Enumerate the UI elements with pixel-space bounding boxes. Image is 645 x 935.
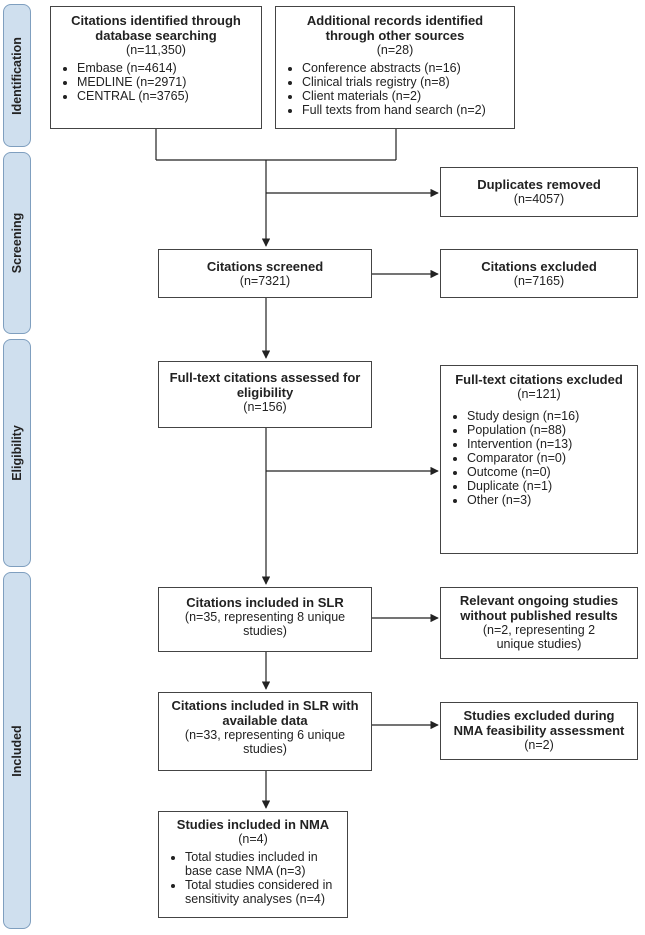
duplicates-removed-box: Duplicates removed (n=4057) [440,167,638,217]
phase-identification-label: Identification [10,36,24,115]
citations-excluded-count: (n=7165) [513,274,565,288]
list-item: Conference abstracts (n=16) [302,61,506,75]
phase-identification: Identification [3,4,31,147]
included-slr-title: Citations included in SLR [186,595,344,610]
list-item: Full texts from hand search (n=2) [302,103,506,117]
citations-screened-count: (n=7321) [239,274,291,288]
list-item: Comparator (n=0) [467,451,629,465]
included-slr-count: (n=35, representing 8 unique studies) [184,610,346,638]
list-item: Outcome (n=0) [467,465,629,479]
fulltext-excluded-box: Full-text citations excluded (n=121) Stu… [440,365,638,554]
other-sources-count: (n=28) [376,43,414,57]
list-item: CENTRAL (n=3765) [77,89,253,103]
included-nma-box: Studies included in NMA (n=4) Total stud… [158,811,348,918]
phase-screening-label: Screening [10,212,24,274]
included-slr-data-count: (n=33, representing 6 unique studies) [184,728,346,756]
phase-screening: Screening [3,152,31,334]
citations-excluded-title: Citations excluded [481,259,597,274]
ongoing-studies-title: Relevant ongoing studies without publish… [459,593,619,623]
included-slr-data-box: Citations included in SLR with available… [158,692,372,771]
nma-feasibility-excluded-box: Studies excluded during NMA feasibility … [440,702,638,760]
list-item: Embase (n=4614) [77,61,253,75]
duplicates-removed-title: Duplicates removed [477,177,601,192]
list-item: MEDLINE (n=2971) [77,75,253,89]
fulltext-excluded-count: (n=121) [517,387,561,401]
included-nma-count: (n=4) [238,832,268,846]
database-search-title: Citations identified through database se… [71,13,241,43]
list-item: Client materials (n=2) [302,89,506,103]
other-sources-list: Conference abstracts (n=16) Clinical tri… [284,61,506,117]
ongoing-studies-box: Relevant ongoing studies without publish… [440,587,638,659]
fulltext-excluded-title: Full-text citations excluded [455,372,623,387]
citations-screened-title: Citations screened [206,259,324,274]
included-nma-title: Studies included in NMA [176,817,330,832]
included-slr-box: Citations included in SLR (n=35, represe… [158,587,372,652]
fulltext-assessed-count: (n=156) [243,400,287,414]
fulltext-assessed-box: Full-text citations assessed for eligibi… [158,361,372,428]
other-sources-box: Additional records identified through ot… [275,6,515,129]
phase-included-label: Included [10,724,24,777]
database-search-list: Embase (n=4614) MEDLINE (n=2971) CENTRAL… [59,61,253,103]
included-nma-list: Total studies included in base case NMA … [167,850,339,906]
other-sources-title: Additional records identified through ot… [306,13,484,43]
database-search-count: (n=11,350) [126,43,186,57]
fulltext-assessed-title: Full-text citations assessed for eligibi… [169,370,361,400]
list-item: Clinical trials registry (n=8) [302,75,506,89]
phase-included: Included [3,572,31,929]
ongoing-studies-count: (n=2, representing 2 unique studies) [482,623,596,651]
list-item: Duplicate (n=1) [467,479,629,493]
duplicates-removed-count: (n=4057) [513,192,565,206]
list-item: Study design (n=16) [467,409,629,423]
citations-excluded-box: Citations excluded (n=7165) [440,249,638,298]
list-item: Total studies included in base case NMA … [185,850,339,878]
nma-feasibility-excluded-count: (n=2) [524,738,554,752]
phase-eligibility-label: Eligibility [10,425,24,481]
database-search-box: Citations identified through database se… [50,6,262,129]
fulltext-excluded-list: Study design (n=16) Population (n=88) In… [449,409,629,507]
list-item: Other (n=3) [467,493,629,507]
list-item: Population (n=88) [467,423,629,437]
list-item: Total studies considered in sensitivity … [185,878,339,906]
nma-feasibility-excluded-title: Studies excluded during NMA feasibility … [453,708,625,738]
citations-screened-box: Citations screened (n=7321) [158,249,372,298]
phase-eligibility: Eligibility [3,339,31,567]
included-slr-data-title: Citations included in SLR with available… [171,698,359,728]
list-item: Intervention (n=13) [467,437,629,451]
